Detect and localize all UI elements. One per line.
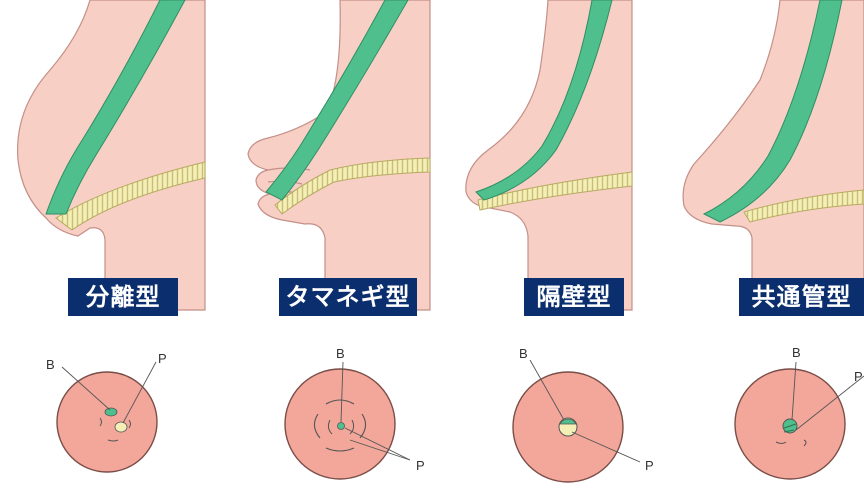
callout-b-3: B [519, 346, 528, 361]
callout-p-4: P [854, 369, 863, 384]
panel-common-channel-type [683, 0, 864, 310]
callout-b-2: B [336, 346, 345, 361]
label-separate-type: 分離型 [68, 278, 178, 316]
papilla-view-common [735, 362, 864, 479]
papilla-view-onion [285, 362, 410, 479]
callout-p-2: P [416, 458, 425, 473]
callout-b-1: B [46, 357, 55, 372]
callout-b-4: B [792, 345, 801, 360]
label-septum-type: 隔壁型 [524, 278, 624, 316]
callout-p-1: P [158, 351, 167, 366]
bile-duct-orifice [105, 408, 117, 416]
label-onion-type: タマネギ型 [279, 278, 417, 316]
pancreatic-duct-orifice [115, 422, 127, 432]
label-common-channel-type: 共通管型 [739, 278, 864, 316]
papilla-view-septum [513, 360, 640, 482]
duodenal-wall-shape [248, 0, 430, 310]
callout-p-3: P [645, 458, 654, 473]
panel-onion-type [248, 0, 430, 310]
duodenal-wall-shape [18, 0, 205, 310]
panel-separate-type [18, 0, 205, 310]
papilla-view-separate [57, 362, 157, 472]
panel-septum-type [466, 0, 632, 310]
common-orifice [338, 423, 345, 430]
